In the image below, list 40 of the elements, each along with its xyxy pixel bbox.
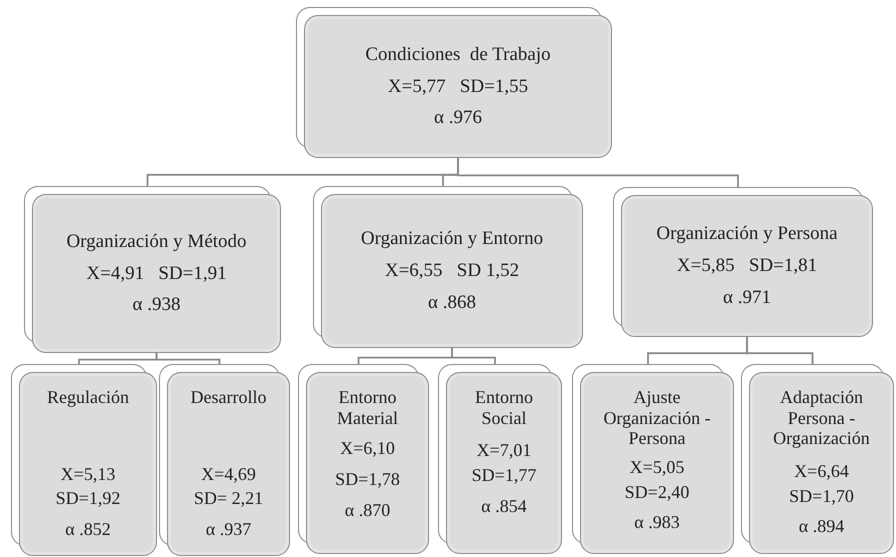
node-statistic: α .983 [634,512,680,534]
node-statistic: X=5,05 [630,457,684,478]
node-statistic: X=6,64 [794,461,849,482]
connector-line [746,337,814,364]
node-statistic: α .894 [798,516,844,538]
node-statistic: α .937 [206,519,252,540]
node-title: Condiciones de Trabajo [365,44,551,66]
node-title: Entorno Social [474,387,534,428]
node-statistic: SD=1,78 [335,469,400,490]
node-statistic: X=7,01 [476,440,532,462]
node-title: Organización y Persona [656,223,838,246]
node-title: Adaptación Persona - Organización [772,387,871,450]
node-statistic: SD=1,92 [56,488,120,510]
node-statistic: α .868 [428,292,476,314]
node-statistic: α .854 [481,496,527,516]
node-statistic: SD=1,77 [472,465,536,486]
node-statistic: α .971 [723,286,771,309]
node-title: Organización y Método [66,230,247,253]
node-statistic: X=5,13 [60,464,116,484]
connector-line [156,353,220,364]
node-statistic: α .870 [344,500,390,520]
node-title: Entorno Material [336,387,399,428]
node-title: Regulación [47,387,129,408]
node-title: Organización y Entorno [360,228,544,250]
node-statistic: X=4,91 SD=1,91 [86,262,227,284]
node-title: Ajuste Organización -Persona [602,387,712,450]
node-statistic: X=4,69 [201,464,256,484]
connector-line [457,158,739,187]
node-statistic: SD=2,40 [624,482,690,502]
node-statistic: α .938 [132,294,180,316]
node-statistic: X=5,77 SD=1,55 [388,76,528,98]
node-statistic: SD= 2,21 [194,488,264,510]
node-statistic: X=5,85 SD=1,81 [676,255,818,277]
node-statistic: X=6,10 [340,438,395,460]
connector-line [451,348,496,364]
node-statistic: X=6,55 SD 1,52 [384,260,520,282]
node-statistic: α .852 [65,519,111,540]
node-statistic: SD=1,70 [789,486,854,506]
node-title: Desarrollo [190,387,266,408]
node-statistic: α .976 [434,107,482,130]
